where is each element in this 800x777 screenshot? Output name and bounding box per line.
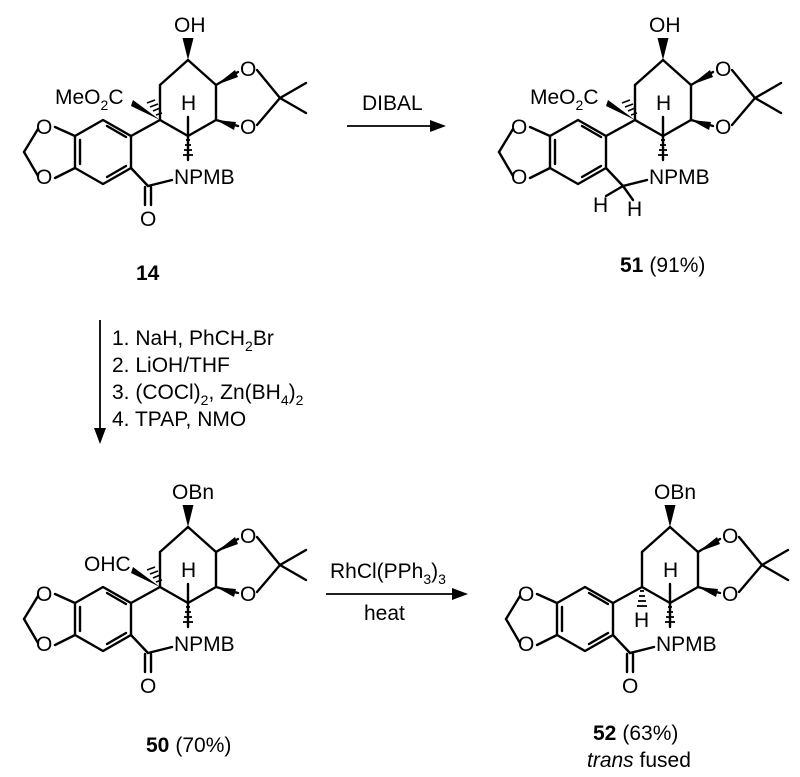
atom-obn: OBn — [654, 481, 696, 504]
atom-o-carbonyl: O — [140, 208, 156, 231]
atom-h-c10b: H — [634, 609, 649, 632]
atom-o-acetonide-top: O — [240, 58, 256, 81]
atom-ester: MeO2C — [55, 86, 123, 113]
atom-o-dioxole-top: O — [511, 116, 527, 139]
compound-52-structure: H OBn O O O O H NPMB O — [504, 481, 790, 698]
atom-ohc: OHC — [84, 553, 131, 576]
atom-npmb: NPMB — [649, 166, 710, 189]
atom-h-ring: H — [656, 92, 671, 115]
reagent-step-2: 2. LiOH/THF — [112, 354, 230, 377]
reagent-step-3: 3. (COCl)2, Zn(BH4)2 — [112, 381, 304, 408]
reaction-arrow-dibal — [347, 120, 446, 132]
compound-51-structure: OH O O O O H NPMB H H MeO2C — [497, 14, 783, 221]
atom-npmb: NPMB — [174, 166, 235, 189]
atom-oh: OH — [649, 14, 681, 37]
compound-51-label: 51(91%) — [620, 254, 705, 277]
reagent-step-4: 4. TPAP, NMO — [112, 408, 246, 431]
atom-o-acetonide-top: O — [722, 525, 738, 548]
atom-o-acetonide-bottom: O — [722, 583, 738, 606]
atom-o-acetonide-top: O — [715, 58, 731, 81]
atom-obn: OBn — [172, 481, 214, 504]
compound-14-structure: OH O O O O H NPMB O MeO2C — [22, 14, 308, 231]
compound-50-label: 50(70%) — [146, 734, 231, 757]
atom-o-acetonide-bottom: O — [715, 116, 731, 139]
reaction-arrow-rhcl — [326, 588, 468, 600]
atom-o-dioxole-bottom: O — [36, 633, 52, 656]
reagent-step-1: 1. NaH, PhCH2Br — [112, 327, 274, 354]
atom-h-ring: H — [181, 92, 196, 115]
atom-o-acetonide-bottom: O — [240, 583, 256, 606]
atom-h-ring: H — [181, 559, 196, 582]
compound-14-label: 14 — [136, 262, 160, 285]
atom-o-acetonide-top: O — [240, 525, 256, 548]
atom-o-acetonide-bottom: O — [240, 116, 256, 139]
compound-52-label: 52(63%) — [593, 722, 678, 745]
compound-52-note: trans fused — [587, 749, 691, 772]
reagent-rhcl: RhCl(PPh3)3 — [330, 560, 446, 587]
reagent-list-steps: 1. NaH, PhCH2Br 2. LiOH/THF 3. (COCl)2, … — [112, 327, 304, 431]
atom-oh: OH — [174, 14, 206, 37]
atom-ester: MeO2C — [530, 86, 598, 113]
atom-h-ring: H — [663, 559, 678, 582]
reaction-arrow-down — [94, 320, 106, 444]
atom-o-dioxole-bottom: O — [511, 166, 527, 189]
atom-o-dioxole-top: O — [36, 583, 52, 606]
atom-o-dioxole-top: O — [518, 583, 534, 606]
atom-h-methylene-left: H — [593, 194, 608, 217]
atom-o-carbonyl: O — [140, 675, 156, 698]
atom-o-dioxole-bottom: O — [518, 633, 534, 656]
atom-o-carbonyl: O — [622, 675, 638, 698]
atom-h-methylene-right: H — [627, 198, 642, 221]
compound-50-structure: OBn O O O O H NPMB O OHC — [22, 481, 308, 698]
atom-o-dioxole-bottom: O — [36, 166, 52, 189]
atom-npmb: NPMB — [656, 633, 717, 656]
atom-npmb: NPMB — [174, 633, 235, 656]
condition-heat: heat — [364, 602, 405, 625]
atom-o-dioxole-top: O — [36, 116, 52, 139]
reagent-dibal: DIBAL — [362, 92, 423, 115]
